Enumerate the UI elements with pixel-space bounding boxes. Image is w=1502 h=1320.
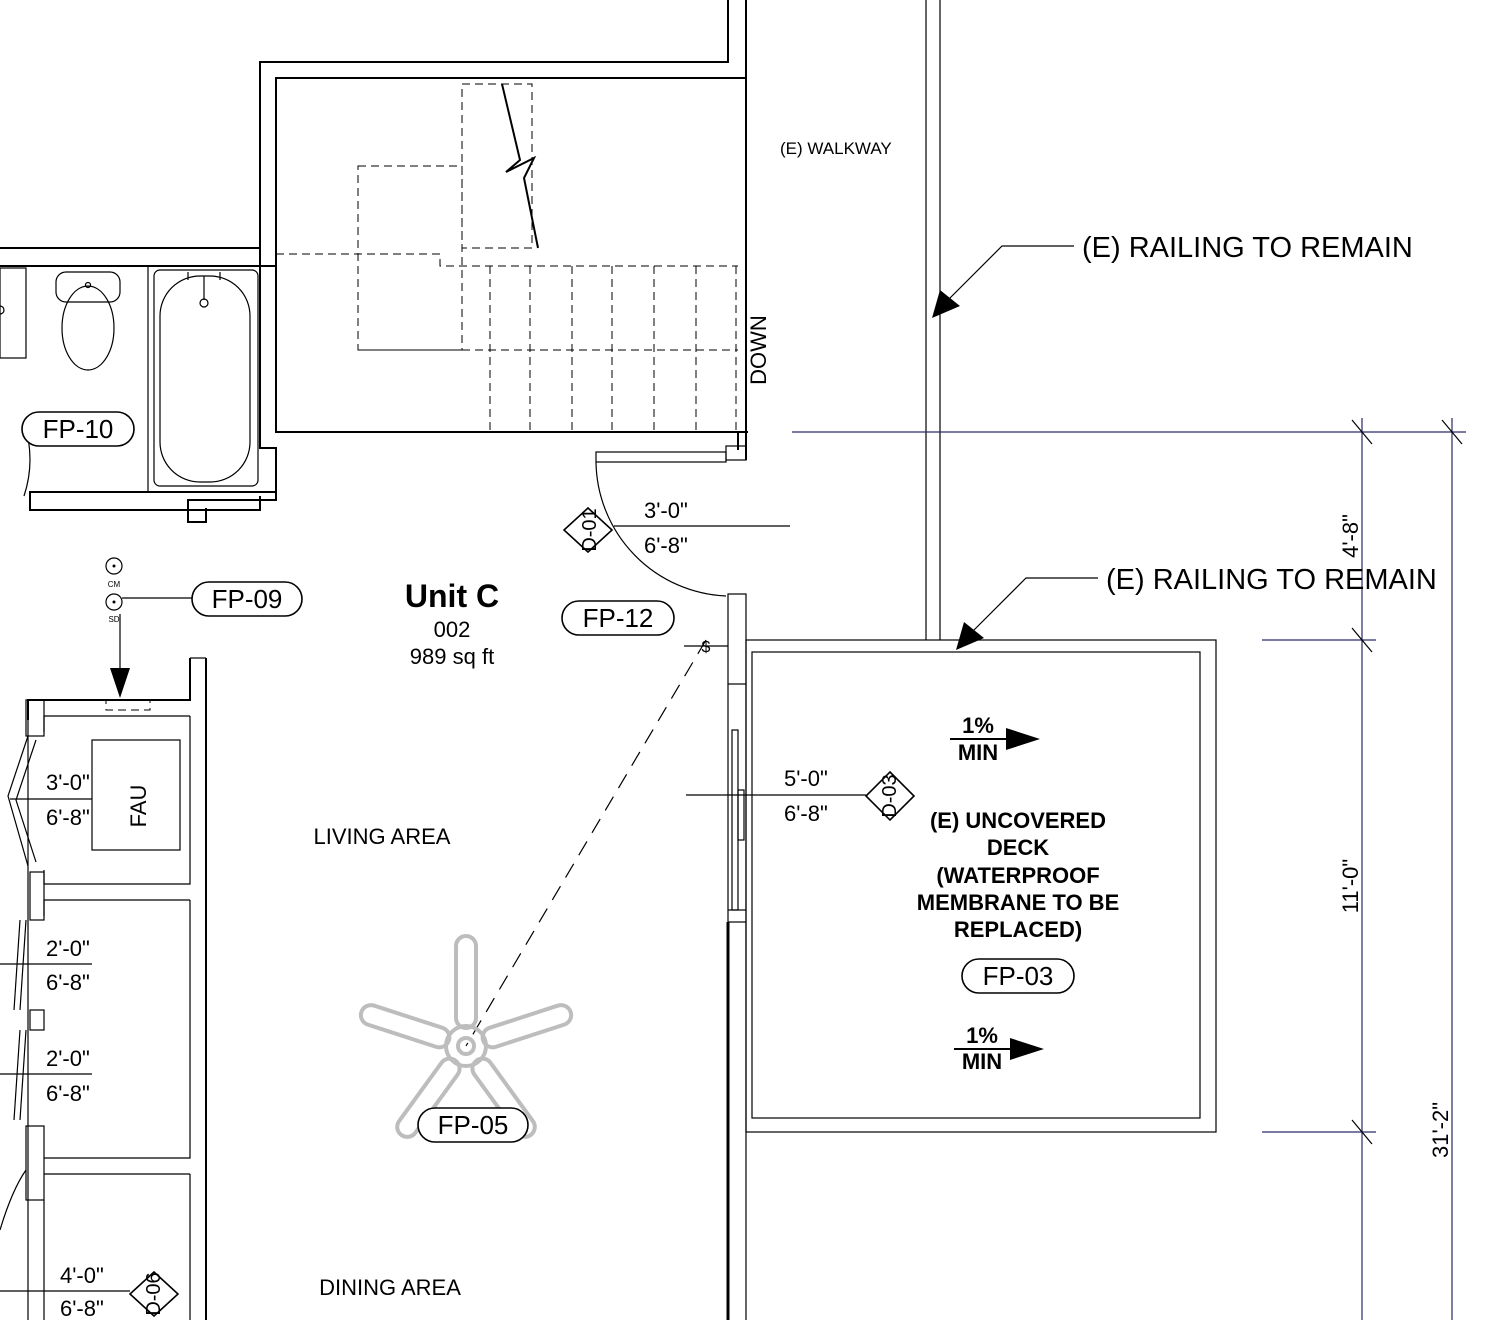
slope-indicator-top: 1% MIN bbox=[950, 713, 1040, 765]
bathtub-icon bbox=[153, 269, 259, 487]
tag-fp10[interactable]: FP-10 bbox=[21, 411, 135, 447]
closet-door-2-height: 6'-8" bbox=[46, 970, 90, 995]
svg-text:$: $ bbox=[702, 639, 711, 656]
closet-door-2[interactable]: 2'-0" 6'-8" bbox=[0, 936, 92, 995]
stair bbox=[276, 83, 738, 432]
deck-line-5: REPLACED) bbox=[954, 917, 1082, 942]
fau-label: FAU bbox=[126, 785, 151, 828]
closet-door-2-width: 2'-0" bbox=[46, 936, 90, 961]
slope-top-label: MIN bbox=[958, 740, 998, 765]
door-d03-tag: D-03 bbox=[879, 774, 901, 817]
deck-line-2: DECK bbox=[987, 835, 1049, 860]
dim-31-2: 31'-2" bbox=[1428, 1102, 1453, 1158]
railing-callout-2: (E) RAILING TO REMAIN bbox=[1106, 564, 1437, 596]
deck-line-3: (WATERPROOF bbox=[936, 863, 1099, 888]
unit-number: 002 bbox=[434, 617, 471, 642]
tag-fp09[interactable]: FP-09 bbox=[191, 581, 303, 617]
sd-label: SD bbox=[108, 615, 119, 624]
ceiling-fan-icon bbox=[358, 934, 574, 1139]
stair-direction-label: DOWN bbox=[746, 315, 771, 385]
door-swings bbox=[0, 461, 727, 1231]
detectors: CM SD bbox=[105, 557, 192, 698]
closet-door-fau[interactable]: 3'-0" 6'-8" bbox=[10, 770, 92, 830]
dimension-lines: 4'-8" 11'-0" 31'-2" bbox=[792, 418, 1466, 1320]
slope-indicator-bottom: 1% MIN bbox=[954, 1023, 1044, 1074]
tag-fp03-label: FP-03 bbox=[983, 961, 1054, 991]
closet-door-3-width: 2'-0" bbox=[46, 1046, 90, 1071]
walls bbox=[0, 0, 1217, 1320]
toilet-bowl-icon bbox=[61, 285, 115, 371]
slope-bottom-label: MIN bbox=[962, 1049, 1002, 1074]
deck-line-1: (E) UNCOVERED bbox=[930, 808, 1106, 833]
slope-arrow-icon bbox=[1006, 728, 1040, 750]
door-d06-height: 6'-8" bbox=[60, 1296, 104, 1320]
tag-fp05-label: FP-05 bbox=[438, 1110, 509, 1140]
slope-bottom-value: 1% bbox=[966, 1023, 998, 1048]
door-d03-height: 6'-8" bbox=[784, 801, 828, 826]
closet-door-fau-width: 3'-0" bbox=[46, 770, 90, 795]
unit-area: 989 sq ft bbox=[410, 644, 494, 669]
unit-label: Unit C 002 989 sq ft bbox=[405, 578, 499, 669]
door-d06[interactable]: D-06 4'-0" 6'-8" bbox=[0, 1263, 180, 1320]
toilet-tank bbox=[55, 271, 121, 303]
cm-label: CM bbox=[108, 580, 121, 589]
tag-fp05[interactable]: FP-05 bbox=[417, 1107, 529, 1143]
fau-unit: FAU bbox=[91, 699, 181, 851]
door-d03-width: 5'-0" bbox=[784, 766, 828, 791]
dim-4-8: 4'-8" bbox=[1338, 514, 1363, 558]
tag-fp10-label: FP-10 bbox=[43, 414, 114, 444]
door-d03[interactable]: D-03 5'-0" 6'-8" bbox=[686, 766, 916, 826]
sd-detector-icon bbox=[105, 593, 123, 611]
tag-fp03[interactable]: FP-03 bbox=[961, 958, 1075, 994]
switch-icon: $ bbox=[684, 639, 728, 656]
deck-line-4: MEMBRANE TO BE bbox=[917, 890, 1120, 915]
walkway-label: (E) WALKWAY bbox=[780, 139, 892, 158]
slope-arrow-icon bbox=[1010, 1038, 1044, 1060]
closet-door-3-height: 6'-8" bbox=[46, 1081, 90, 1106]
stair-break-line bbox=[501, 83, 539, 249]
tag-fp09-label: FP-09 bbox=[212, 584, 283, 614]
dining-area-label: DINING AREA bbox=[319, 1275, 461, 1300]
leaders bbox=[932, 245, 1098, 650]
door-d01-width: 3'-0" bbox=[644, 498, 688, 523]
tag-fp12-label: FP-12 bbox=[583, 603, 654, 633]
slope-top-value: 1% bbox=[962, 713, 994, 738]
tag-fp12[interactable]: FP-12 bbox=[561, 600, 675, 636]
arrow-down-icon bbox=[110, 668, 130, 698]
door-d06-width: 4'-0" bbox=[60, 1263, 104, 1288]
door-d06-tag: D-06 bbox=[143, 1272, 165, 1315]
door-d01-height: 6'-8" bbox=[644, 533, 688, 558]
closet-door-fau-height: 6'-8" bbox=[46, 805, 90, 830]
dim-11-0: 11'-0" bbox=[1338, 859, 1363, 913]
door-d01[interactable]: D-01 3'-0" 6'-8" bbox=[562, 498, 790, 558]
railing-callout-1: (E) RAILING TO REMAIN bbox=[1082, 232, 1413, 264]
deck-notes: (E) UNCOVERED DECK (WATERPROOF MEMBRANE … bbox=[917, 808, 1120, 942]
arrow-icon bbox=[956, 622, 984, 650]
bathroom-fixtures bbox=[0, 267, 259, 497]
door-d01-tag: D-01 bbox=[579, 508, 601, 551]
arrow-icon bbox=[932, 290, 960, 318]
living-area-label: LIVING AREA bbox=[314, 824, 451, 849]
cm-detector-icon bbox=[105, 557, 123, 575]
unit-name: Unit C bbox=[405, 578, 499, 614]
closet-door-3[interactable]: 2'-0" 6'-8" bbox=[0, 1046, 92, 1106]
